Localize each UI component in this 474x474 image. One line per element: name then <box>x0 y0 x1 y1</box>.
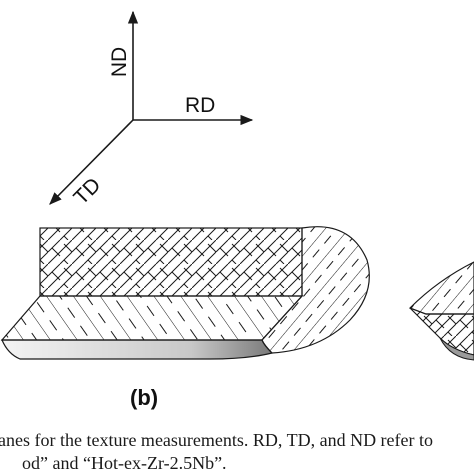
sample-b <box>0 226 370 360</box>
td-axis-arrow <box>49 119 134 205</box>
sample-bottom-face <box>1 339 274 360</box>
sample-c-lower <box>409 307 474 356</box>
sample-end-cap <box>261 226 370 354</box>
sample-c-partial <box>408 261 474 361</box>
rd-axis-label: RD <box>185 94 215 117</box>
caption-line-2: od” and “Hot-ex-Zr-2.5Nb”. <box>22 453 227 473</box>
caption-line-1: anes for the texture measurements. RD, T… <box>0 430 434 450</box>
panel-label-b: (b) <box>130 385 158 410</box>
nd-axis-label: ND <box>108 47 131 77</box>
sample-c-upper <box>408 261 474 315</box>
sample-mid-face <box>0 295 304 341</box>
sample-c-base <box>439 337 474 361</box>
axes-group: ND RD TD <box>49 10 254 209</box>
sample-top-face <box>39 227 303 297</box>
